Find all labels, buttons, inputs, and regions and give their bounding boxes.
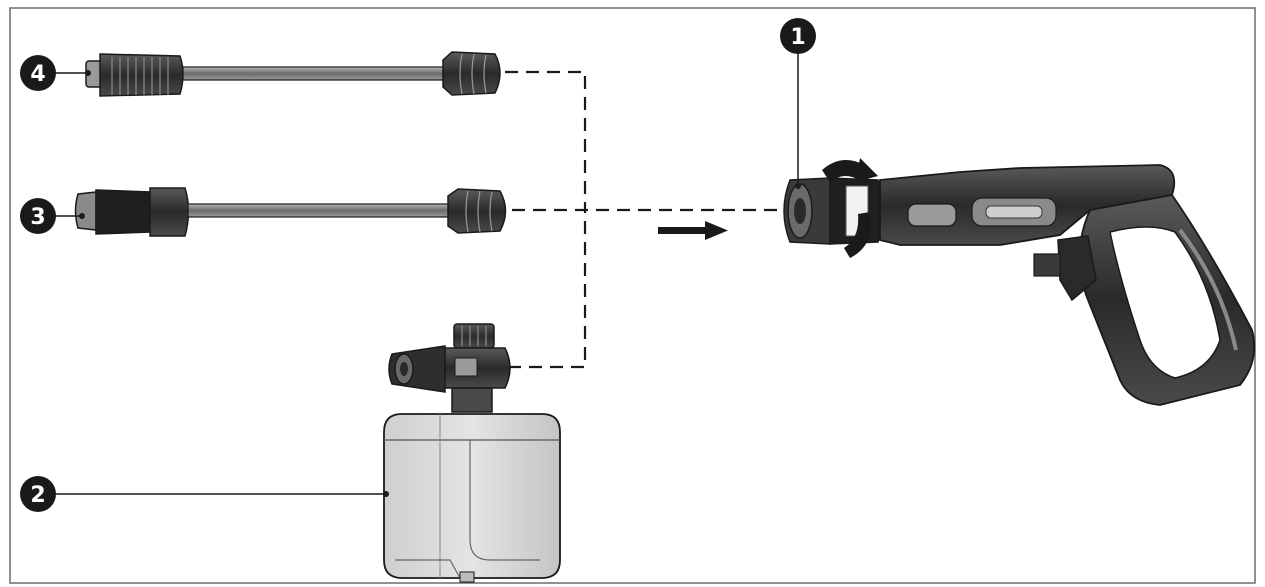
foam-bottle: [383, 323, 561, 583]
direction-arrow-icon: [658, 221, 728, 240]
callout-2: 2: [20, 476, 56, 512]
connection-lines: [505, 70, 782, 369]
callout-number-3: 3: [30, 205, 45, 230]
callout-4: 4: [20, 55, 56, 91]
callout-leader-lines: [55, 52, 799, 495]
callout-1: 1: [780, 18, 816, 54]
lance-fan: [74, 187, 507, 237]
callout-number-4: 4: [30, 62, 45, 87]
connection-line-foam: [508, 208, 587, 369]
callout-3: 3: [20, 198, 56, 234]
rotate-arrow-icon: [822, 158, 878, 258]
callout-number-1: 1: [790, 25, 805, 50]
diagram-frame: [9, 7, 1256, 584]
callout-number-2: 2: [30, 483, 45, 508]
connection-line-lance-turbo: [505, 70, 587, 208]
lance-turbo: [85, 51, 501, 97]
spray-gun: [783, 158, 1256, 406]
